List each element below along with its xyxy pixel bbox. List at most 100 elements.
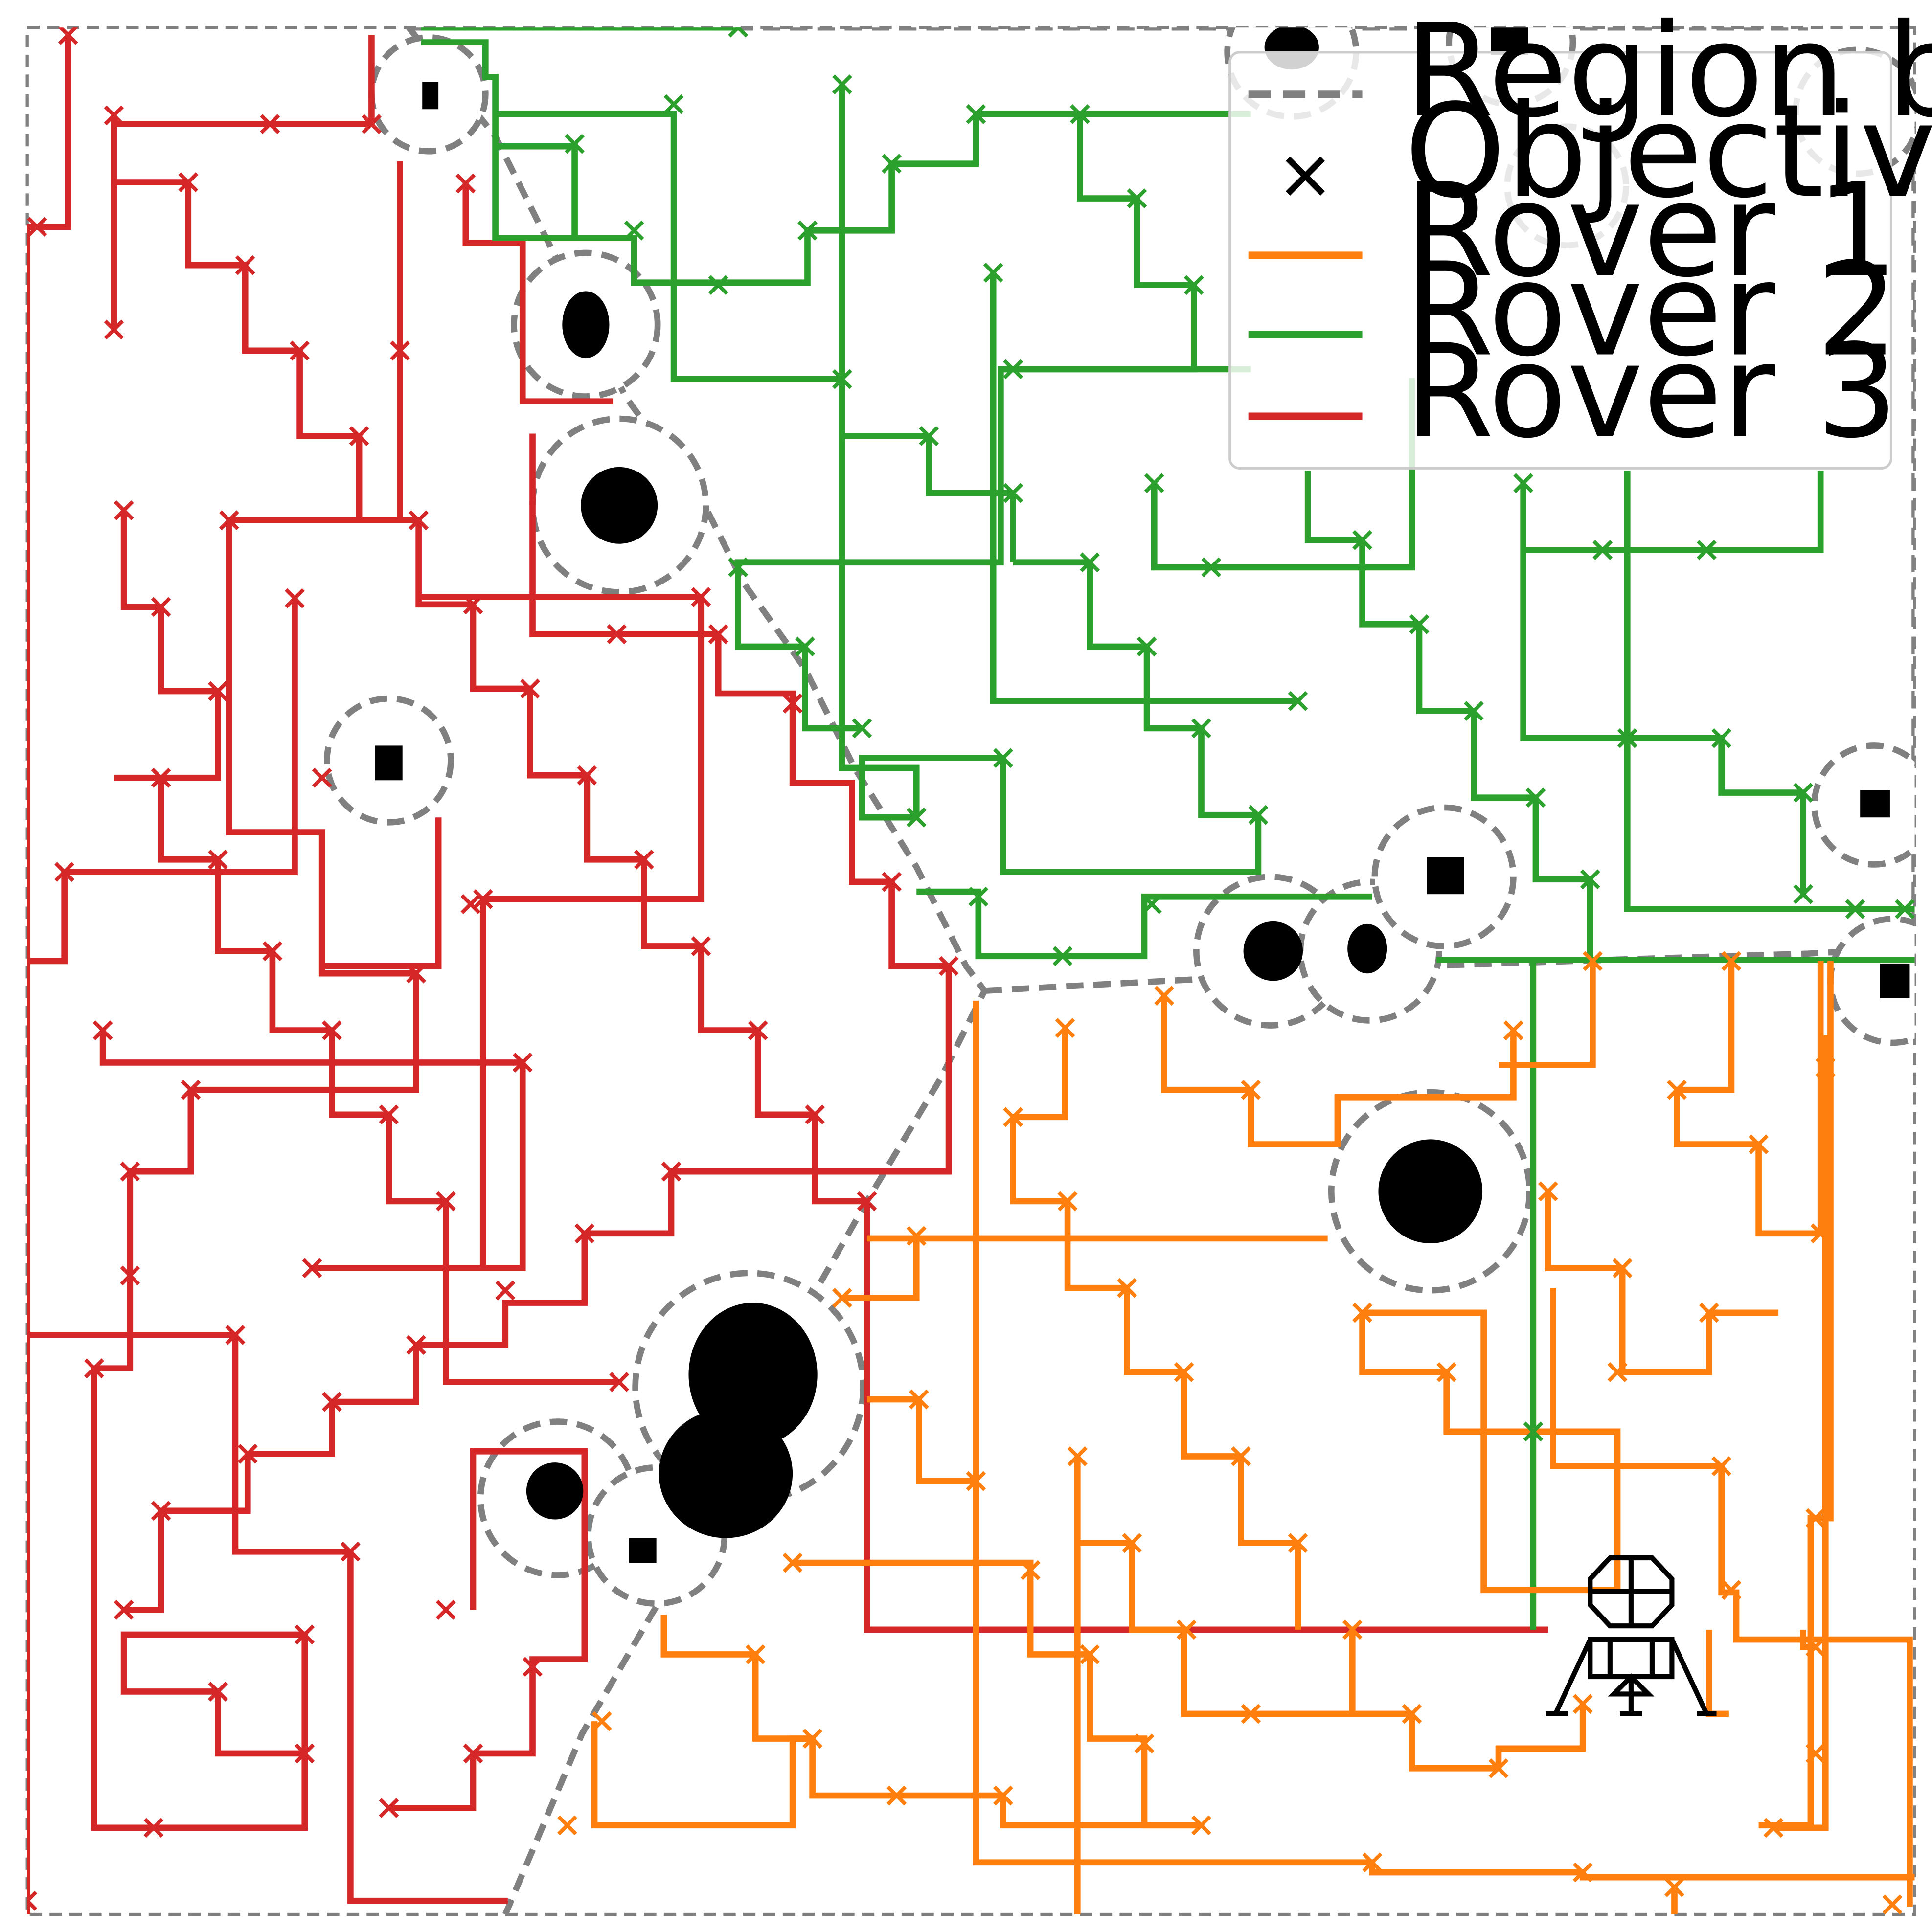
legend-box xyxy=(1228,51,1892,470)
objective-x-marker xyxy=(181,1079,201,1100)
objective-x-marker xyxy=(882,872,902,892)
hazard xyxy=(422,82,439,110)
legend-rover-3-label: Rover 3 xyxy=(1405,317,1898,467)
objective-x-marker xyxy=(1805,1637,1826,1657)
objective-x-marker xyxy=(178,172,199,193)
hazard xyxy=(1491,27,1528,55)
objective-x-marker xyxy=(219,510,239,531)
objective-x-marker xyxy=(1436,1362,1457,1382)
objective-x-marker xyxy=(1288,691,1308,711)
objective-x-marker xyxy=(362,114,382,135)
objective-x-marker xyxy=(473,889,493,909)
objective-x-marker xyxy=(58,27,78,45)
objective-x-marker xyxy=(795,636,815,657)
objective-x-marker xyxy=(832,369,852,389)
objective-x-marker xyxy=(1191,718,1211,739)
objective-x-marker xyxy=(1134,1733,1155,1754)
objective-x-marker xyxy=(1362,1852,1383,1873)
objective-x-marker xyxy=(708,275,728,295)
objective-x-marker xyxy=(1141,894,1162,914)
objective-x-marker xyxy=(745,1644,766,1664)
objective-x-marker xyxy=(1721,1580,1742,1600)
objective-x-marker xyxy=(607,624,627,644)
objective-x-marker xyxy=(460,894,481,914)
objective-x-marker xyxy=(983,263,1003,283)
objective-x-marker xyxy=(225,1325,246,1345)
objective-x-marker xyxy=(1136,636,1157,657)
objective-x-marker xyxy=(435,1191,456,1212)
objective-x-marker xyxy=(691,587,711,607)
objective-x-marker xyxy=(1003,359,1023,380)
objective-x-marker xyxy=(1231,1446,1251,1466)
objective-x-marker xyxy=(1580,869,1600,890)
objective-x-marker xyxy=(322,1392,342,1412)
objective-x-marker xyxy=(208,681,228,701)
objective-x-marker xyxy=(661,1161,682,1182)
objective-x-marker xyxy=(1882,1894,1903,1915)
objective-x-marker xyxy=(993,748,1013,768)
objective-x-marker xyxy=(906,1226,927,1246)
objective-x-marker xyxy=(262,941,283,962)
legend-objective-label: Objective xyxy=(1405,77,1932,226)
objective-x-marker xyxy=(1513,473,1534,494)
objective-x-marker xyxy=(591,1711,612,1731)
objective-x-marker xyxy=(1617,728,1637,748)
objective-x-marker xyxy=(512,1053,533,1073)
lunar-lander-icon xyxy=(1546,1555,1717,1717)
objective-x-marker xyxy=(1503,1020,1523,1041)
objective-x-marker xyxy=(691,936,711,956)
objective-x-marker xyxy=(728,557,749,578)
objective-x-marker xyxy=(909,1389,929,1410)
region-boundary-diagonal xyxy=(406,27,988,1915)
objective-x-marker xyxy=(1572,1862,1593,1883)
objective-x-marker xyxy=(886,1785,907,1806)
objective-x-marker xyxy=(1241,1704,1261,1724)
objective-x-marker xyxy=(349,426,369,446)
hazard xyxy=(562,291,610,359)
objective-x-marker xyxy=(1572,1694,1593,1714)
objective-x-marker xyxy=(1241,1079,1261,1100)
hazard xyxy=(1860,790,1890,818)
objective-x-marker xyxy=(966,1471,986,1491)
objective-x-marker xyxy=(455,173,476,194)
hazard xyxy=(375,745,403,781)
objective-x-marker xyxy=(1144,473,1164,494)
objective-x-marker xyxy=(968,886,989,907)
objective-x-marker xyxy=(1020,1560,1041,1580)
objective-x-marker xyxy=(104,319,124,340)
objective-x-marker xyxy=(92,1020,113,1041)
objective-x-marker xyxy=(379,1797,399,1818)
objective-x-marker xyxy=(463,594,483,615)
objective-x-marker xyxy=(919,426,939,446)
objective-markers xyxy=(27,27,1915,1915)
objective-x-marker xyxy=(114,500,134,520)
objective-x-marker xyxy=(208,1682,228,1702)
objective-x-marker xyxy=(523,1657,543,1677)
objective-x-marker xyxy=(557,1815,577,1836)
objective-x-marker xyxy=(1067,1446,1088,1466)
objective-x-marker xyxy=(1183,275,1204,295)
objective-x-marker xyxy=(1607,1362,1628,1382)
objective-x-marker xyxy=(1080,552,1100,573)
objective-x-marker xyxy=(832,1288,852,1308)
objective-x-marker xyxy=(322,1020,342,1041)
legend: Region boundary Objective Rover 1 Rover … xyxy=(1228,0,1932,470)
hazards xyxy=(375,27,1910,1563)
objective-x-marker xyxy=(1352,530,1372,550)
objective-x-marker xyxy=(966,104,986,124)
objective-x-marker xyxy=(260,114,280,135)
objective-x-marker xyxy=(285,588,305,608)
objective-x-marker xyxy=(1069,104,1090,124)
objective-x-marker xyxy=(1749,1134,1769,1154)
objective-x-marker xyxy=(1080,1644,1100,1664)
objective-x-marker xyxy=(574,1223,595,1244)
objective-x-marker xyxy=(1117,1278,1137,1298)
objective-x-marker xyxy=(1523,1421,1544,1442)
objective-x-marker xyxy=(1699,1303,1719,1323)
objective-x-marker xyxy=(27,217,47,237)
legend-rover-2-label: Rover 2 xyxy=(1405,235,1898,385)
objective-x-marker xyxy=(1176,1619,1197,1640)
objective-x-marker xyxy=(1201,557,1222,578)
objective-x-marker xyxy=(104,105,124,126)
objective-x-marker xyxy=(852,718,872,739)
